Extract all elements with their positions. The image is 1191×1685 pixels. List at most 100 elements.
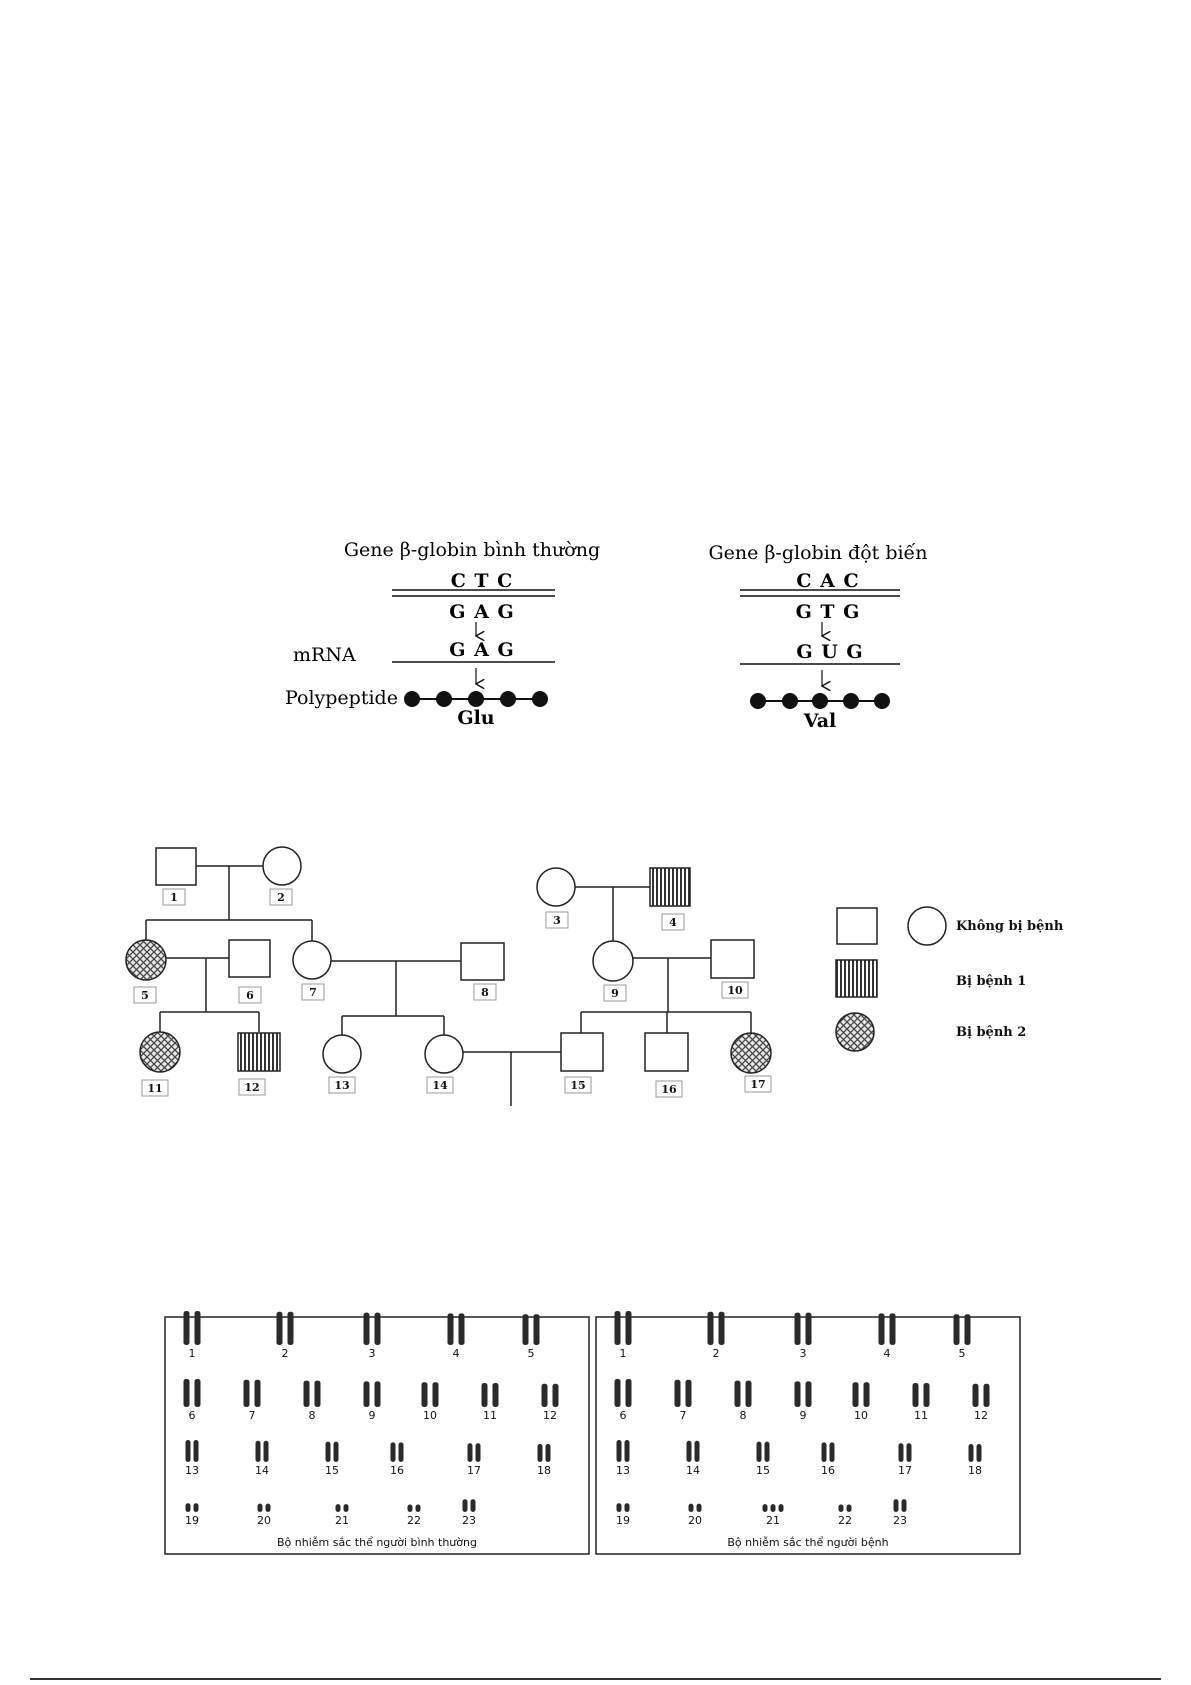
- normal-chromosome-19: [193, 1503, 199, 1512]
- patient-chromosome-23: [893, 1499, 899, 1512]
- label-box: 14: [426, 1076, 454, 1094]
- patient-chromosome-3: [805, 1312, 812, 1345]
- patient-chromosome-16: [829, 1442, 835, 1462]
- patient-chromosome-7: [685, 1379, 692, 1407]
- female-unaffected-3: [536, 867, 576, 907]
- normal-chromosome-3: [363, 1312, 370, 1345]
- female-disease2-5: [125, 939, 167, 981]
- patient-chromosome-label: 15: [756, 1464, 770, 1477]
- amino-acid-bead: [468, 691, 484, 707]
- label-box: 6: [238, 986, 262, 1004]
- normal-chromosome-22: [407, 1504, 413, 1512]
- svg-text:12: 12: [244, 1081, 259, 1094]
- patient-chromosome-8: [745, 1380, 752, 1407]
- patient-chromosome-2: [707, 1311, 714, 1345]
- patient-chromosome-18: [976, 1444, 982, 1462]
- legend-disease1-icon: [835, 959, 878, 998]
- normal-chromosome-22: [415, 1504, 421, 1512]
- patient-chromosome-18: [968, 1444, 974, 1462]
- normal-chromosome-label: 12: [543, 1409, 557, 1422]
- patient-chromosome-21: [770, 1504, 776, 1512]
- svg-text:3: 3: [553, 914, 561, 927]
- patient-chromosome-label: 11: [914, 1409, 928, 1422]
- pedigree-lines: [145, 865, 752, 1106]
- svg-text:5: 5: [141, 989, 149, 1002]
- patient-chromosome-21: [762, 1504, 768, 1512]
- normal-chromosome-11: [481, 1383, 488, 1407]
- karyotype-normal-panel: [164, 1316, 590, 1555]
- normal-chromosome-label: 3: [369, 1347, 376, 1360]
- normal-chromosome-18: [537, 1444, 543, 1462]
- normal-chromosome-16: [398, 1442, 404, 1462]
- svg-text:7: 7: [309, 986, 317, 999]
- normal-chromosome-23: [462, 1499, 468, 1512]
- patient-chromosome-19: [616, 1503, 622, 1512]
- amino-acid-bead: [436, 691, 452, 707]
- svg-text:2: 2: [277, 891, 285, 904]
- patient-chromosome-22: [846, 1504, 852, 1512]
- label-box: 16: [655, 1080, 683, 1098]
- mutant-amino-acid: Val: [803, 710, 837, 732]
- patient-chromosome-14: [686, 1440, 692, 1462]
- patient-chromosome-label: 23: [893, 1514, 907, 1527]
- normal-chromosome-3: [374, 1312, 381, 1345]
- karyotype-patient-caption: Bộ nhiễm sắc thể người bệnh: [727, 1536, 888, 1549]
- label-box: 7: [301, 983, 325, 1001]
- female-unaffected-7: [292, 940, 332, 980]
- svg-text:14: 14: [432, 1079, 448, 1092]
- normal-chromosome-6: [183, 1379, 190, 1407]
- patient-chromosome-label: 5: [959, 1347, 966, 1360]
- patient-chromosome-20: [688, 1503, 694, 1512]
- label-box: 9: [603, 984, 627, 1002]
- patient-chromosome-6: [614, 1379, 621, 1407]
- patient-chromosome-15: [764, 1441, 770, 1462]
- svg-text:9: 9: [611, 987, 619, 1000]
- normal-chromosome-label: 18: [537, 1464, 551, 1477]
- normal-chromosome-4: [447, 1313, 454, 1345]
- svg-text:1: 1: [170, 891, 178, 904]
- normal-chromosome-1: [183, 1311, 190, 1345]
- patient-chromosome-1: [625, 1311, 632, 1345]
- svg-text:17: 17: [750, 1078, 765, 1091]
- patient-chromosome-3: [794, 1312, 801, 1345]
- mutant-coding-codon: G T G: [796, 601, 861, 623]
- normal-gene-title: Gene β-globin bình thường: [344, 539, 600, 561]
- patient-chromosome-label: 7: [680, 1409, 687, 1422]
- patient-chromosome-16: [821, 1442, 827, 1462]
- female-unaffected-14: [424, 1034, 464, 1074]
- normal-chromosome-label: 6: [189, 1409, 196, 1422]
- mutant-template-codon: C A C: [796, 570, 859, 592]
- label-box: 2: [269, 888, 293, 906]
- patient-chromosome-label: 17: [898, 1464, 912, 1477]
- patient-chromosome-label: 6: [620, 1409, 627, 1422]
- normal-chromosome-label: 11: [483, 1409, 497, 1422]
- patient-chromosome-5: [953, 1314, 960, 1345]
- normal-chromosome-label: 7: [249, 1409, 256, 1422]
- amino-acid-bead: [782, 693, 798, 709]
- normal-chromosome-17: [467, 1443, 473, 1462]
- svg-text:11: 11: [147, 1082, 162, 1095]
- pedigree-labels: 1 2 3 4 5 6 7 8 9 10 11 12 13 14 15 16 1…: [133, 888, 772, 1098]
- patient-chromosome-label: 18: [968, 1464, 982, 1477]
- svg-text:6: 6: [246, 989, 254, 1002]
- patient-chromosome-2: [718, 1311, 725, 1345]
- patient-chromosome-4: [889, 1313, 896, 1345]
- male-unaffected-6: [228, 939, 271, 978]
- patient-chromosome-label: 8: [740, 1409, 747, 1422]
- normal-chromosome-label: 9: [369, 1409, 376, 1422]
- normal-template-codon: C T C: [451, 570, 514, 592]
- amino-acid-bead: [532, 691, 548, 707]
- amino-acid-bead: [874, 693, 890, 709]
- normal-chromosome-15: [325, 1441, 331, 1462]
- normal-chromosome-21: [335, 1504, 341, 1512]
- patient-chromosome-label: 3: [800, 1347, 807, 1360]
- normal-chromosome-label: 2: [282, 1347, 289, 1360]
- amino-acid-bead: [500, 691, 516, 707]
- label-box: 1: [162, 888, 186, 906]
- patient-chromosome-11: [923, 1383, 930, 1407]
- normal-chromosome-12: [552, 1383, 559, 1407]
- normal-chromosome-1: [194, 1311, 201, 1345]
- female-unaffected-2: [262, 846, 302, 886]
- patient-chromosome-4: [878, 1313, 885, 1345]
